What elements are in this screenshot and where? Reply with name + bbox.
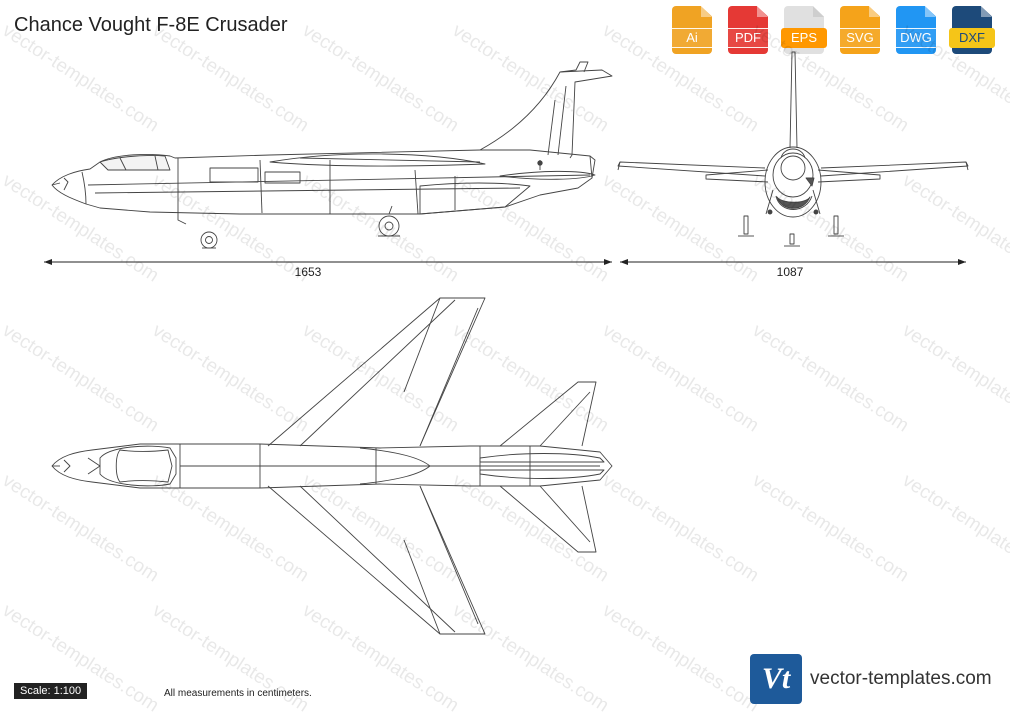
svg-file-icon[interactable]: SVG bbox=[836, 6, 884, 54]
span-dimension: 1087 bbox=[620, 259, 966, 279]
brand-site-link[interactable]: vector-templates.com bbox=[810, 668, 992, 689]
scale-badge: Scale: 1:100 bbox=[14, 683, 88, 699]
measurement-note: All measurements in centimeters. bbox=[164, 688, 312, 699]
length-dimension: 1653 bbox=[44, 259, 612, 279]
brand[interactable]: Vt vector-templates.com bbox=[750, 654, 992, 704]
vt-logo-icon: Vt bbox=[750, 654, 802, 704]
length-label: 1653 bbox=[295, 265, 322, 279]
front-view bbox=[617, 51, 969, 247]
dwg-file-icon[interactable]: DWG bbox=[892, 6, 940, 54]
page-title: Chance Vought F-8E Crusader bbox=[14, 14, 288, 36]
ai-file-icon[interactable]: Ai bbox=[668, 6, 716, 54]
top-view bbox=[51, 297, 613, 635]
dxf-file-icon[interactable]: DXF bbox=[948, 6, 996, 54]
pdf-file-icon[interactable]: PDF bbox=[724, 6, 772, 54]
side-view bbox=[51, 61, 613, 249]
span-label: 1087 bbox=[777, 265, 804, 279]
eps-file-icon[interactable]: EPS bbox=[780, 6, 828, 54]
format-icons: Ai PDF EPS SVG DWG DXF bbox=[668, 6, 996, 54]
